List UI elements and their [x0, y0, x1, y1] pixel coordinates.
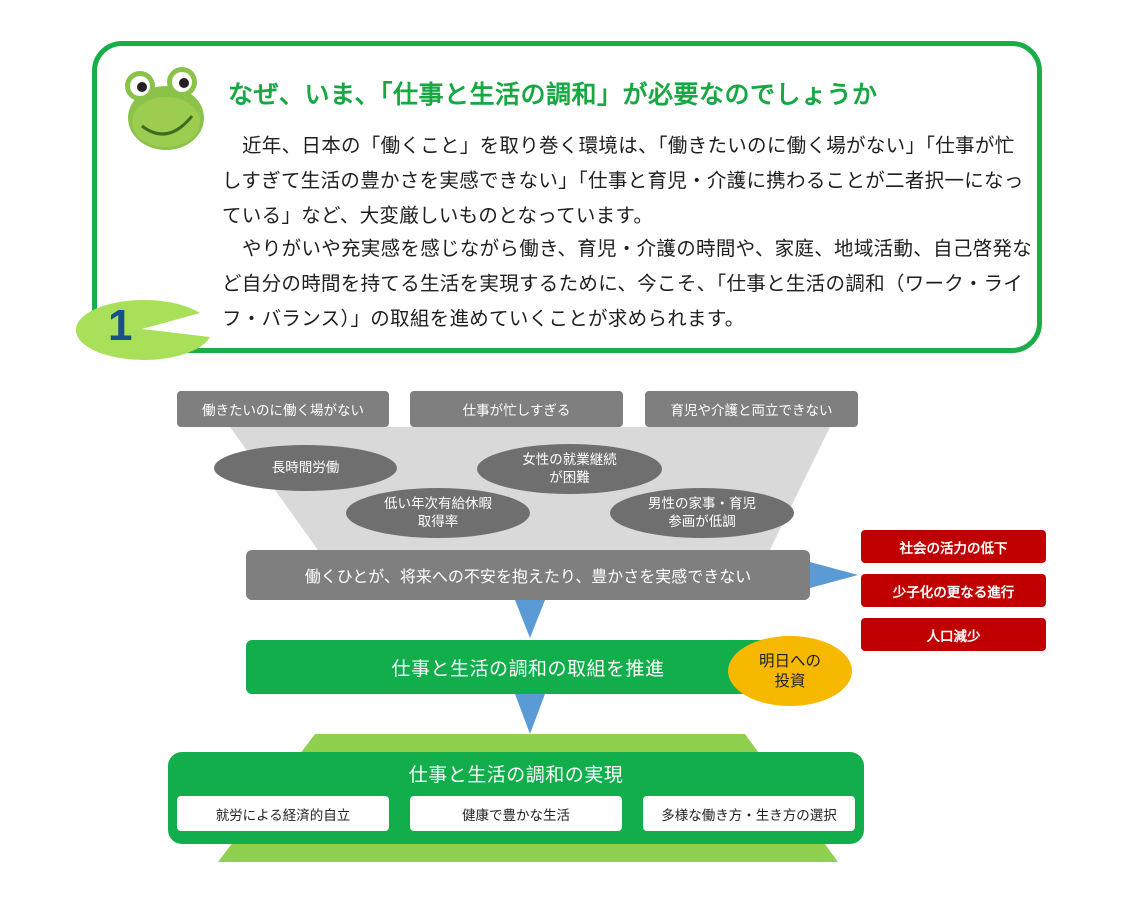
section-heading: なぜ、いま、「仕事と生活の調和」が必要なのでしょうか — [228, 80, 878, 109]
cause-paid-leave-line1: 低い年次有給休暇 — [384, 496, 492, 512]
promote-bar: 仕事と生活の調和の取組を推進 — [246, 640, 810, 694]
frog-mascot-icon — [125, 67, 204, 150]
intro-paragraph-2: やりがいや充実感を感じながら働き、育児・介護の時間や、家庭、地域活動、自己啓発な… — [222, 237, 1033, 330]
intro-panel — [92, 41, 1042, 353]
arrow-right — [810, 562, 858, 588]
section-number: 1 — [108, 301, 133, 350]
lily-pad-icon — [75, 299, 210, 360]
consequence-low-birthrate: 少子化の更なる進行 — [861, 574, 1046, 607]
realization-title: 仕事と生活の調和の実現 — [408, 764, 624, 786]
cause-men-housework: 男性の家事・育児 参画が低調 — [610, 488, 794, 538]
realization-item-diverse: 多様な働き方・生き方の選択 — [643, 796, 855, 831]
cause-paid-leave-line2: 取得率 — [417, 514, 459, 530]
cause-men-housework-line1: 男性の家事・育児 — [648, 496, 756, 512]
investment-line2: 投資 — [774, 672, 806, 690]
consequence-vitality-decline: 社会の活力の低下 — [861, 530, 1046, 563]
cause-long-hours: 長時間労働 — [214, 445, 397, 491]
problem-box-care-balance: 育児や介護と両立できない — [645, 391, 858, 427]
arrow-down-1 — [515, 600, 545, 638]
realization-item-economic: 就労による経済的自立 — [177, 796, 389, 831]
anxiety-bar: 働くひとが、将来への不安を抱えたり、豊かさを実感できない — [246, 550, 810, 600]
consequence-population-decline: 人口減少 — [861, 618, 1046, 651]
cause-women-work-line2: が困難 — [549, 470, 590, 486]
realization-item-health: 健康で豊かな生活 — [410, 796, 622, 831]
cause-long-hours-label: 長時間労働 — [271, 460, 340, 476]
investment-line1: 明日への — [758, 652, 821, 670]
problem-box-too-busy: 仕事が忙しすぎる — [410, 391, 623, 427]
intro-paragraph-1: 近年、日本の「働くこと」を取り巻く環境は、「働きたいのに働く場がない」「仕事が忙… — [222, 134, 1024, 227]
investment-badge: 明日への 投資 — [728, 636, 852, 706]
cause-women-work: 女性の就業継続 が困難 — [477, 444, 662, 494]
cause-women-work-line1: 女性の就業継続 — [522, 452, 617, 468]
arrow-down-2 — [515, 694, 545, 734]
problem-box-no-work: 働きたいのに働く場がない — [177, 391, 389, 427]
cause-men-housework-line2: 参画が低調 — [668, 514, 736, 530]
cause-paid-leave: 低い年次有給休暇 取得率 — [346, 488, 530, 538]
